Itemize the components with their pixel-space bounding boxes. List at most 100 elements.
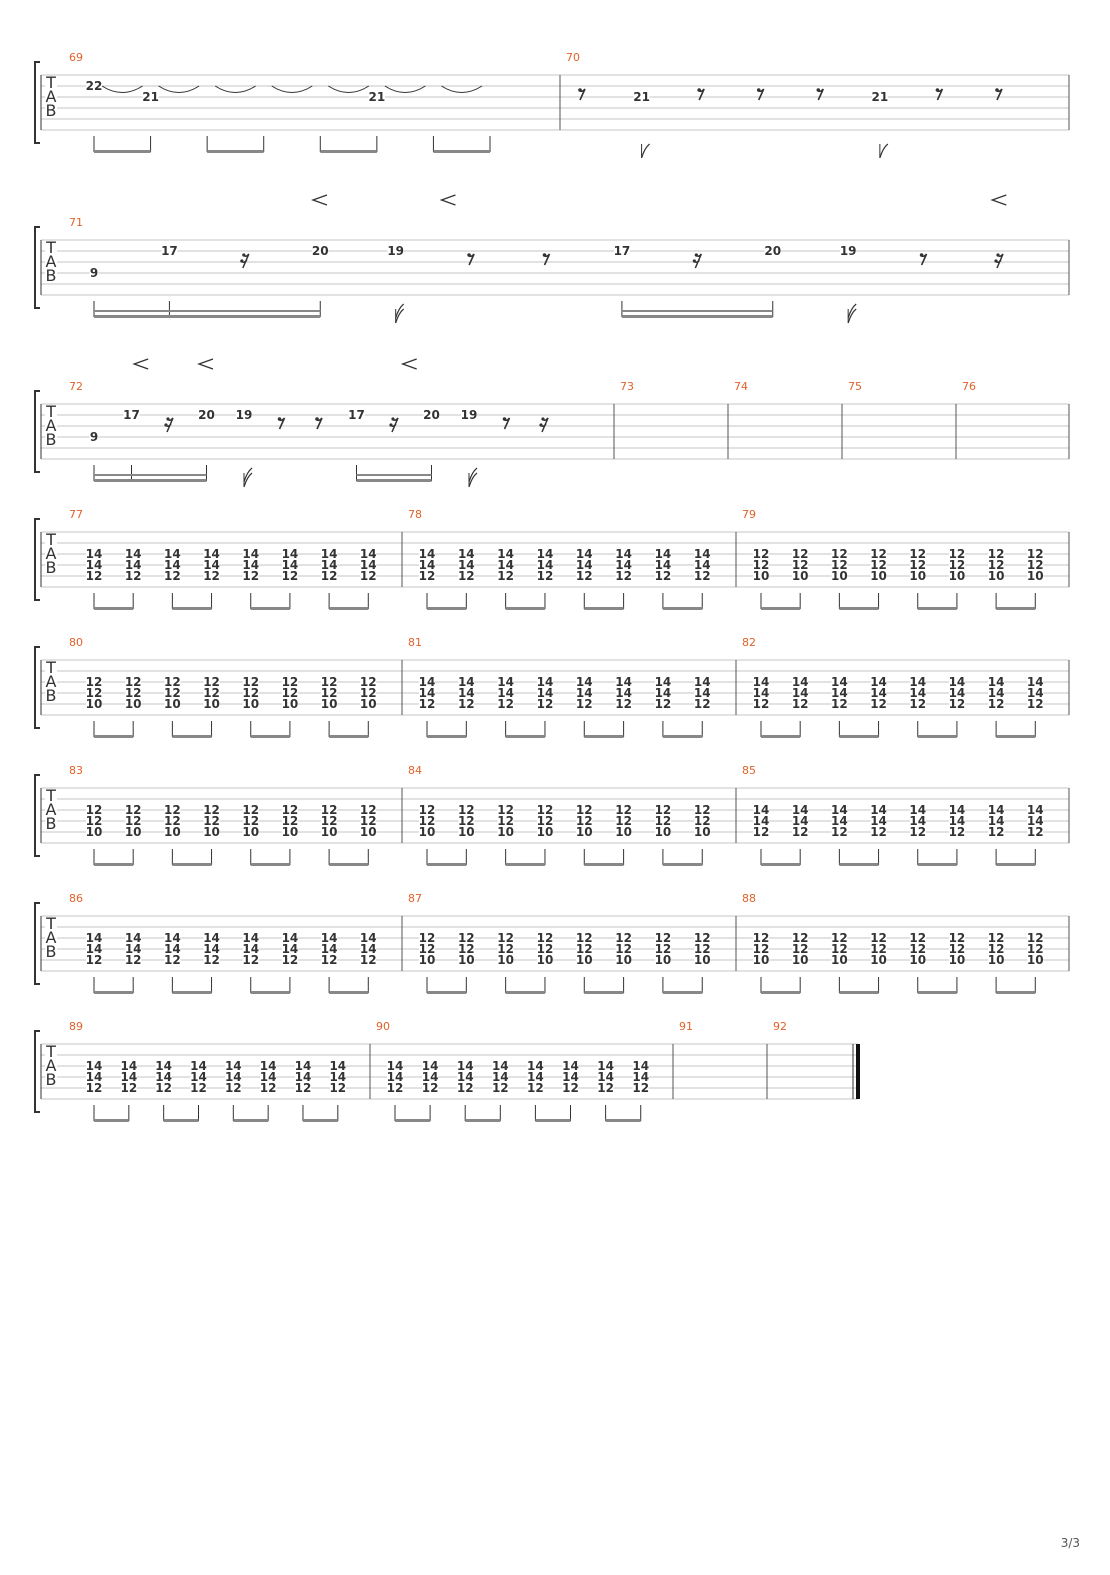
- fret-knockout: [654, 954, 671, 965]
- fret-knockout: [458, 932, 475, 943]
- fret-knockout: [948, 676, 965, 687]
- fret-knockout: [360, 954, 377, 965]
- fret-number: 10: [792, 953, 809, 967]
- fret-number: 14: [870, 686, 887, 700]
- fret-knockout: [576, 815, 593, 826]
- fret-number: 14: [792, 803, 809, 817]
- fret-knockout: [86, 932, 102, 943]
- fret-knockout: [654, 548, 671, 559]
- fret-number: 12: [831, 931, 848, 945]
- fret-number: 14: [225, 1070, 242, 1084]
- fret-knockout: [909, 559, 926, 570]
- crescendo-hairpin: [400, 358, 417, 370]
- fret-number: 12: [537, 931, 554, 945]
- fret-number: 12: [360, 675, 377, 689]
- fret-number: 12: [792, 697, 809, 711]
- fret-number: 12: [909, 942, 926, 956]
- fret-number: 14: [492, 1059, 509, 1073]
- fret-knockout: [536, 932, 553, 943]
- fret-number: 12: [870, 547, 887, 561]
- fret-number: 14: [909, 686, 926, 700]
- fret-knockout: [203, 559, 220, 570]
- fret-knockout: [909, 676, 926, 687]
- fret-knockout: [753, 548, 769, 559]
- fret-knockout: [792, 548, 809, 559]
- sixteenth-rest-dot: [164, 423, 168, 427]
- sixteenth-rest-dot: [994, 259, 998, 263]
- fret-knockout: [948, 932, 965, 943]
- fret-knockout: [576, 687, 593, 698]
- fret-knockout: [562, 1082, 579, 1093]
- fret-knockout: [86, 80, 102, 91]
- fret-number: 14: [753, 686, 770, 700]
- fret-knockout: [203, 698, 220, 709]
- beam: [505, 735, 545, 738]
- fret-knockout: [423, 409, 440, 420]
- fret-knockout: [536, 804, 553, 815]
- clef-knockout: [45, 105, 57, 118]
- system-bracket: [34, 390, 40, 473]
- fret-knockout: [164, 954, 181, 965]
- fret-knockout: [792, 932, 809, 943]
- fret-knockout: [422, 1060, 439, 1071]
- fret-knockout: [576, 954, 593, 965]
- fret-knockout: [615, 932, 632, 943]
- fret-knockout: [948, 559, 965, 570]
- fret-number: 12: [458, 931, 475, 945]
- fret-knockout: [753, 676, 769, 687]
- measure-number: 72: [69, 380, 83, 393]
- fret-knockout: [321, 826, 338, 837]
- fret-knockout: [497, 943, 514, 954]
- fret-knockout: [497, 804, 514, 815]
- beam: [662, 735, 703, 738]
- fret-knockout: [368, 91, 385, 102]
- fret-knockout: [225, 1060, 242, 1071]
- fret-knockout: [86, 1060, 102, 1071]
- beam: [839, 735, 879, 738]
- fret-number: 14: [753, 675, 770, 689]
- beam: [172, 607, 212, 610]
- fret-knockout: [988, 815, 1005, 826]
- fret-number: 12: [86, 1081, 103, 1095]
- clef-knockout: [45, 818, 57, 831]
- fret-knockout: [633, 91, 650, 102]
- fret-number: 14: [295, 1059, 312, 1073]
- fret-number: 12: [949, 547, 966, 561]
- eighth-rest-dot: [277, 417, 282, 421]
- fret-number: 14: [909, 803, 926, 817]
- fret-knockout: [419, 826, 435, 837]
- fret-number: 10: [694, 825, 711, 839]
- fret-number: 14: [321, 558, 338, 572]
- tab-clef-letter: T: [45, 402, 56, 421]
- fret-number: 14: [694, 686, 711, 700]
- fret-knockout: [948, 548, 965, 559]
- fret-knockout: [164, 932, 181, 943]
- fret-knockout: [615, 826, 632, 837]
- note-flag: [468, 467, 478, 483]
- fret-knockout: [86, 804, 102, 815]
- fret-number: 14: [988, 803, 1005, 817]
- clef-knockout: [45, 270, 57, 283]
- fret-number: 17: [161, 244, 178, 258]
- beam: [207, 150, 264, 153]
- fret-knockout: [654, 687, 671, 698]
- fret-number: 12: [870, 697, 887, 711]
- fret-knockout: [1027, 570, 1044, 581]
- measure-number: 91: [679, 1020, 693, 1033]
- fret-number: 12: [694, 569, 711, 583]
- fret-number: 14: [831, 675, 848, 689]
- fret-number: 14: [597, 1070, 614, 1084]
- fret-number: 12: [86, 686, 103, 700]
- fret-knockout: [458, 826, 475, 837]
- fret-number: 14: [203, 931, 220, 945]
- fret-number: 14: [792, 675, 809, 689]
- fret-knockout: [753, 687, 769, 698]
- fret-knockout: [419, 570, 435, 581]
- fret-knockout: [615, 943, 632, 954]
- fret-number: 14: [422, 1070, 439, 1084]
- fret-knockout: [164, 943, 181, 954]
- beam: [172, 991, 212, 994]
- clef-knockout: [45, 548, 57, 561]
- fret-knockout: [458, 815, 475, 826]
- fret-number: 14: [655, 686, 672, 700]
